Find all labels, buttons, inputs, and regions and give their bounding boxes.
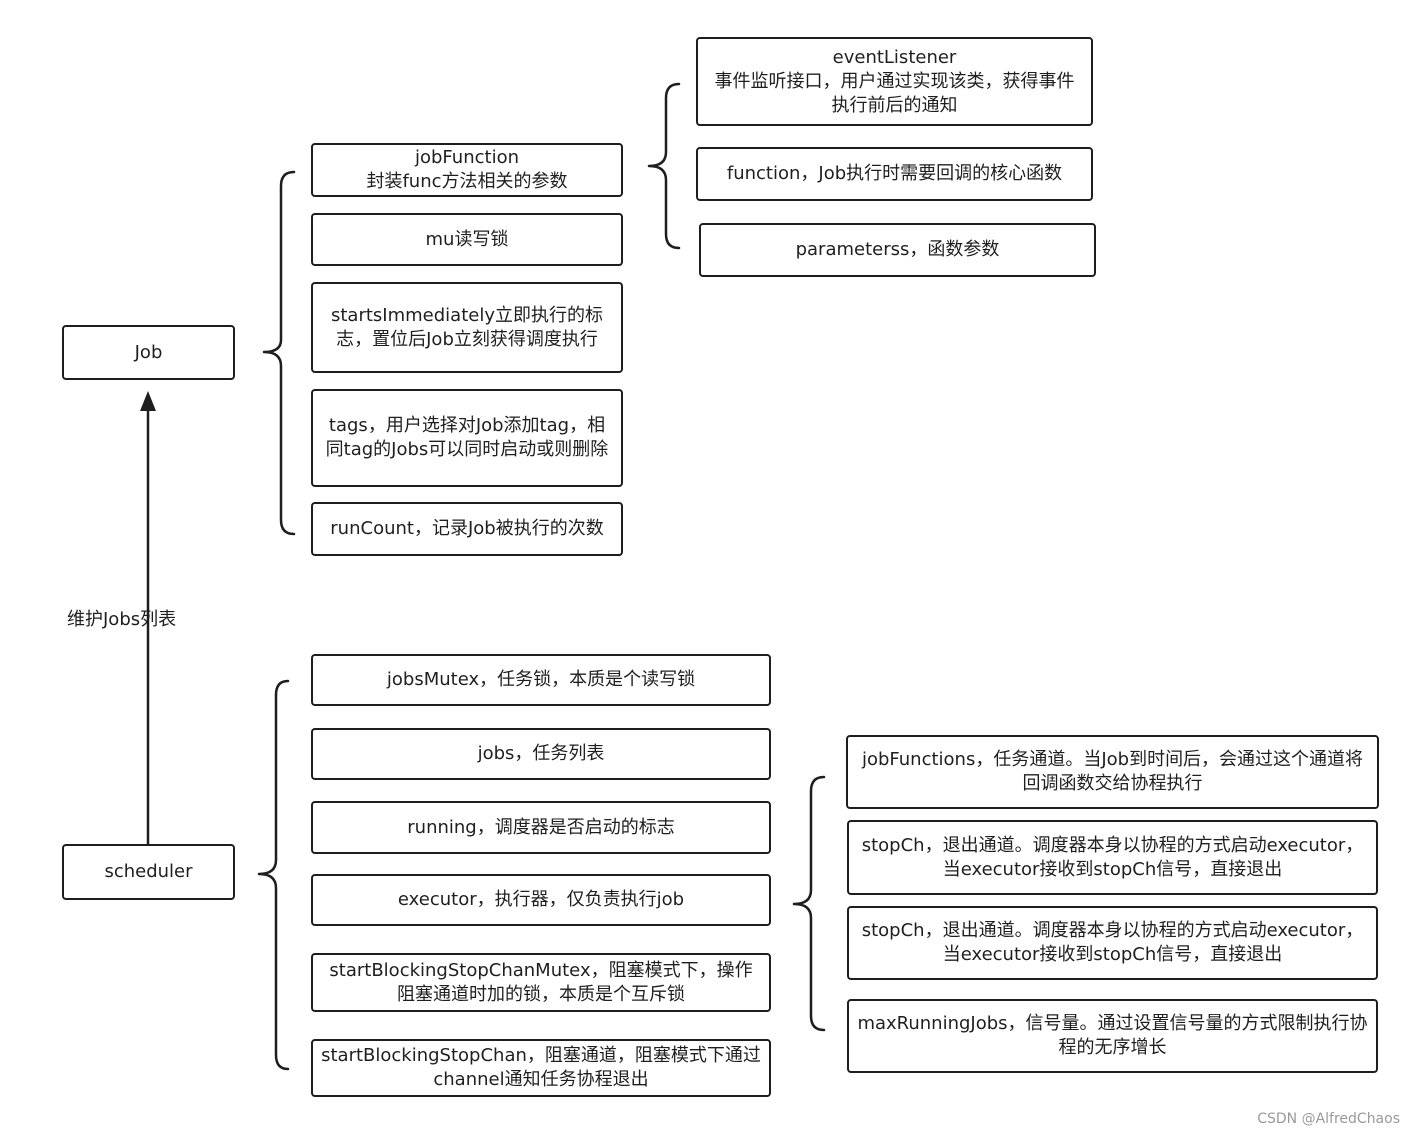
arrow-head (140, 391, 156, 411)
scheduler-field-start-blocking-stop-chan-mutex: startBlockingStopChanMutex，阻塞模式下，操作阻塞通道时… (311, 953, 771, 1012)
job-function-brace (647, 82, 681, 250)
arrow-label: 维护Jobs列表 (67, 609, 177, 630)
job-field-job-function: jobFunction 封装func方法相关的参数 (311, 143, 623, 197)
scheduler-field-jobs: jobs，任务列表 (311, 728, 771, 780)
job-field-tags: tags，用户选择对Job添加tag，相同tag的Jobs可以同时启动或则删除 (311, 389, 623, 487)
executor-field-job-functions: jobFunctions，任务通道。当Job到时间后，会通过这个通道将回调函数交… (846, 735, 1379, 809)
scheduler-field-executor: executor，执行器，仅负责执行job (311, 874, 771, 926)
executor-field-max-running-jobs: maxRunningJobs，信号量。通过设置信号量的方式限制执行协程的无序增长 (847, 999, 1378, 1073)
job-function-field-event-listener: eventListener 事件监听接口，用户通过实现该类，获得事件执行前后的通… (696, 37, 1093, 126)
watermark: CSDN @AlfredChaos (1257, 1111, 1400, 1127)
job-fields-brace (262, 170, 296, 536)
job-node: Job (62, 325, 235, 380)
scheduler-fields-brace (257, 679, 290, 1071)
job-function-field-parameters: parameterss，函数参数 (699, 223, 1096, 277)
job-function-field-function: function，Job执行时需要回调的核心函数 (696, 147, 1093, 201)
scheduler-field-running: running，调度器是否启动的标志 (311, 801, 771, 854)
executor-field-stop-ch-2: stopCh，退出通道。调度器本身以协程的方式启动executor，当execu… (847, 906, 1378, 980)
scheduler-node: scheduler (62, 844, 235, 900)
executor-field-stop-ch-1: stopCh，退出通道。调度器本身以协程的方式启动executor，当execu… (847, 820, 1378, 895)
job-field-starts-immediately: startsImmediately立即执行的标志，置位后Job立刻获得调度执行 (311, 282, 623, 373)
scheduler-field-start-blocking-stop-chan: startBlockingStopChan，阻塞通道，阻塞模式下通过channe… (311, 1039, 771, 1097)
job-field-run-count: runCount，记录Job被执行的次数 (311, 502, 623, 556)
scheduler-field-jobs-mutex: jobsMutex，任务锁，本质是个读写锁 (311, 654, 771, 706)
executor-brace (792, 775, 826, 1032)
job-field-mu: mu读写锁 (311, 213, 623, 266)
